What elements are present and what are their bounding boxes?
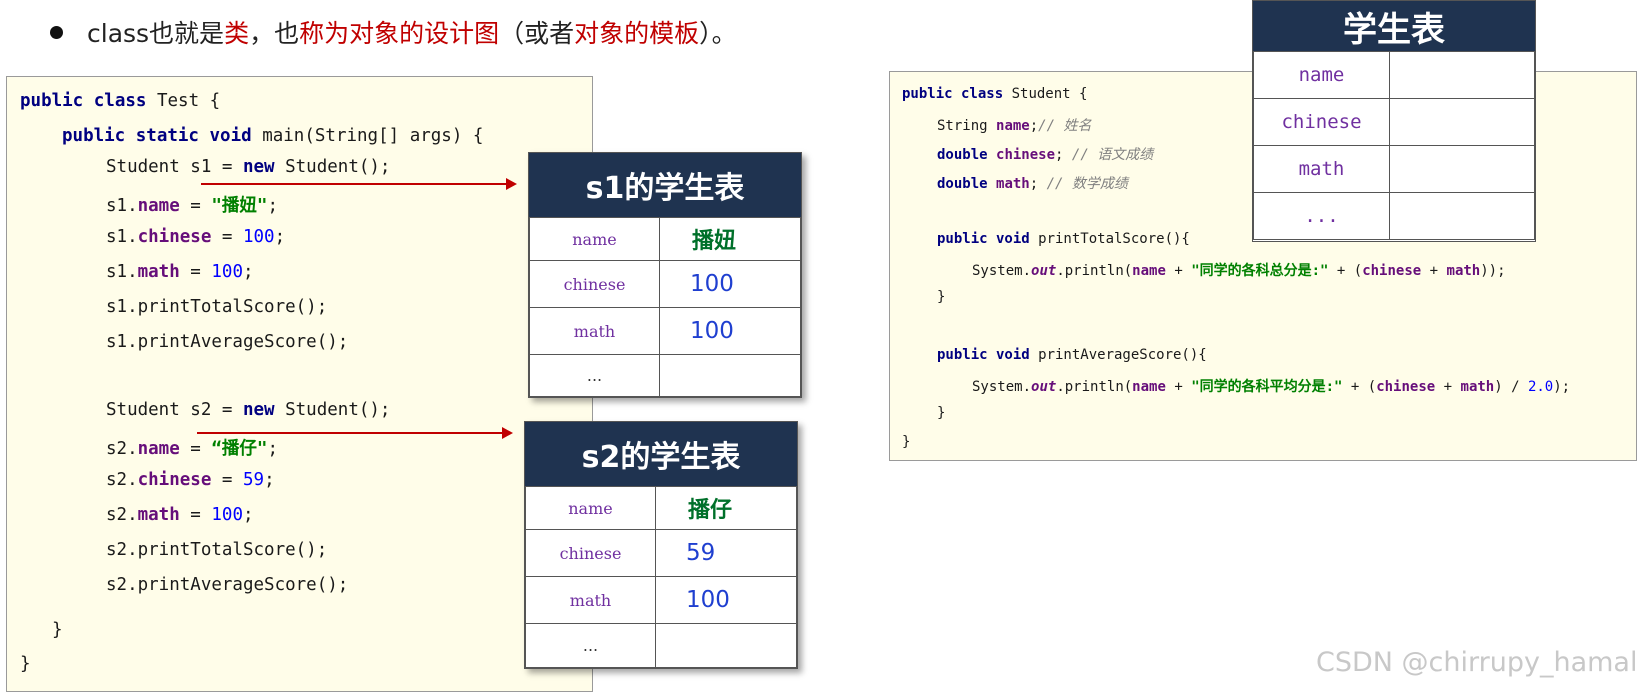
table-row: math 100 [525,576,797,624]
table-row: ... [529,354,801,397]
code-line: double chinese; // 语文成绩 [937,147,1154,163]
code-line: public void printAverageScore(){ [937,347,1207,363]
code-line: } [902,434,911,450]
table-value: 100 [659,307,801,355]
table-value [1389,98,1535,146]
code-line: } [937,289,946,305]
table-value [659,354,801,397]
code-line: } [52,620,63,640]
table-key: math [1253,145,1390,193]
s2-student-table: s2的学生表 name 播仔 chinese 59 math 100 ... [524,421,798,669]
headline-part: （或者 [499,19,575,48]
table-key: name [529,217,660,261]
code-line: double math; // 数学成绩 [937,176,1128,192]
s2-table-grid: name 播仔 chinese 59 math 100 ... [525,486,797,668]
s1-table-title: s1的学生表 [529,153,801,217]
headline-part: class也就是 [87,19,225,48]
code-line: Student s1 = new Student(); [106,157,391,177]
headline-part: ）。 [699,19,737,48]
table-key: ... [1253,192,1390,240]
table-row: name [1253,51,1535,99]
code-line: s1.printTotalScore(); [106,297,328,317]
table-key: name [1253,51,1390,99]
code-line: s2.chinese = 59; [106,470,275,490]
code-line: s1.chinese = 100; [106,227,286,247]
code-line: s1.name = "播妞"; [106,196,278,216]
code-line: System.out.println(name + "同学的各科平均分是:" +… [972,379,1571,395]
headline-highlight: 对象的模板 [574,19,700,48]
table-value [655,623,797,668]
table-row: math 100 [529,307,801,355]
table-value: 播仔 [655,486,797,530]
headline: class也就是 类 ，也 称为对象的设计图 （或者 对象的模板 ）。 [50,14,737,50]
s1-student-table: s1的学生表 name 播妞 chinese 100 math 100 ... [528,152,802,398]
table-row: math [1253,145,1535,193]
class-student-table: 学生表 name chinese math ... [1252,0,1536,242]
code-line: public static void main(String[] args) { [62,126,484,146]
bullet-icon [50,25,63,39]
code-line: s2.math = 100; [106,505,254,525]
table-value: 播妞 [659,217,801,261]
code-line: } [20,654,31,674]
table-row: chinese 100 [529,260,801,308]
code-line: s1.math = 100; [106,262,254,282]
table-key: math [529,307,660,355]
table-key: math [525,576,656,624]
table-value [1389,51,1535,99]
table-row: name 播仔 [525,486,797,530]
table-key: chinese [1253,98,1390,146]
headline-highlight: 类 [224,19,250,48]
code-line: s2.printAverageScore(); [106,575,349,595]
code-line: s1.printAverageScore(); [106,332,349,352]
table-row: name 播妞 [529,217,801,261]
watermark: CSDN @chirrupy_hamal [1316,647,1638,678]
code-line: } [937,405,946,421]
class-table-grid: name chinese math ... [1253,51,1535,240]
code-line: public class Test { [20,91,221,111]
table-row: chinese [1253,98,1535,146]
headline-part: ，也 [249,19,300,48]
table-key: name [525,486,656,530]
s2-table-title: s2的学生表 [525,422,797,486]
code-line: s2.name = “播仔"; [106,439,278,459]
table-value [1389,145,1535,193]
table-row: ... [1253,192,1535,240]
arrow-s2-to-table [197,427,513,439]
table-row: chinese 59 [525,529,797,577]
code-line: s2.printTotalScore(); [106,540,328,560]
table-key: ... [529,354,660,397]
table-value: 100 [655,576,797,624]
table-value: 59 [655,529,797,577]
table-value [1389,192,1535,240]
test-class-code-box: public class Test { public static void m… [6,76,593,692]
code-line: String name;// 姓名 [937,118,1092,134]
code-line: Student s2 = new Student(); [106,400,391,420]
table-row: ... [525,623,797,668]
table-key: chinese [525,529,656,577]
table-value: 100 [659,260,801,308]
class-table-title: 学生表 [1253,1,1535,51]
table-key: ... [525,623,656,668]
s1-table-grid: name 播妞 chinese 100 math 100 ... [529,217,801,397]
headline-highlight: 称为对象的设计图 [299,19,500,48]
arrow-s1-to-table [201,178,517,190]
code-line: System.out.println(name + "同学的各科总分是:" + … [972,263,1506,279]
code-line: public void printTotalScore(){ [937,231,1190,247]
table-key: chinese [529,260,660,308]
code-line: public class Student { [902,86,1088,102]
